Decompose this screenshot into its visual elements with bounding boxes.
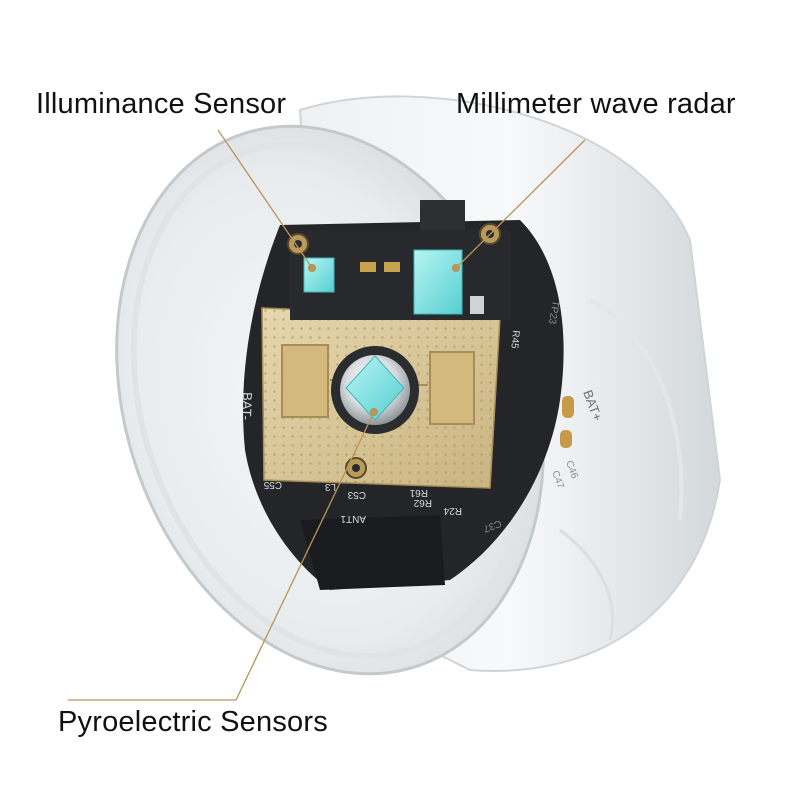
radar-chip <box>413 249 463 315</box>
side-highlight <box>589 298 684 521</box>
bat-plus-contact <box>562 396 574 418</box>
silk-c55: C55 <box>263 479 282 490</box>
component <box>470 296 484 314</box>
top-components <box>290 230 510 320</box>
silk-r61: R61 <box>409 487 428 498</box>
component <box>384 262 400 272</box>
pcb-shadow <box>300 515 445 590</box>
connector <box>420 200 465 230</box>
callout-lines <box>68 129 586 701</box>
silk-r45: R45 <box>508 330 521 350</box>
millimeter-wave-radar-label: Millimeter wave radar <box>456 88 736 120</box>
component <box>360 262 376 272</box>
antenna-patch-right <box>429 351 475 425</box>
radar-callout-line <box>455 139 586 269</box>
radar-callout-dot <box>451 263 461 273</box>
screw-center <box>352 464 360 472</box>
battery-contact <box>560 396 574 448</box>
silk-l3: L3 <box>324 481 336 492</box>
silk-bat-minus: BAT- <box>239 392 255 420</box>
silk-r62: R62 <box>413 497 432 508</box>
sensor-window <box>345 355 405 421</box>
illuminance-callout-line <box>217 129 313 269</box>
screw-center <box>294 240 302 248</box>
side-ridge <box>559 528 615 641</box>
pyro-callout-dot <box>369 407 379 417</box>
antenna-patch-left <box>281 344 329 418</box>
silk-r24: R24 <box>443 505 462 516</box>
silk-tp23: TP23 <box>546 299 561 325</box>
illuminance-callout-dot <box>307 263 317 273</box>
illuminance-sensor-label: Illuminance Sensor <box>36 88 287 120</box>
pyro-callout-line <box>68 411 375 701</box>
pyroelectric-sensor <box>331 346 419 434</box>
pyroelectric-sensors-label: Pyroelectric Sensors <box>58 706 328 738</box>
bat-contact <box>560 430 572 448</box>
silk-ant1: ANT1 <box>340 513 366 524</box>
silk-c53: C53 <box>347 489 366 500</box>
